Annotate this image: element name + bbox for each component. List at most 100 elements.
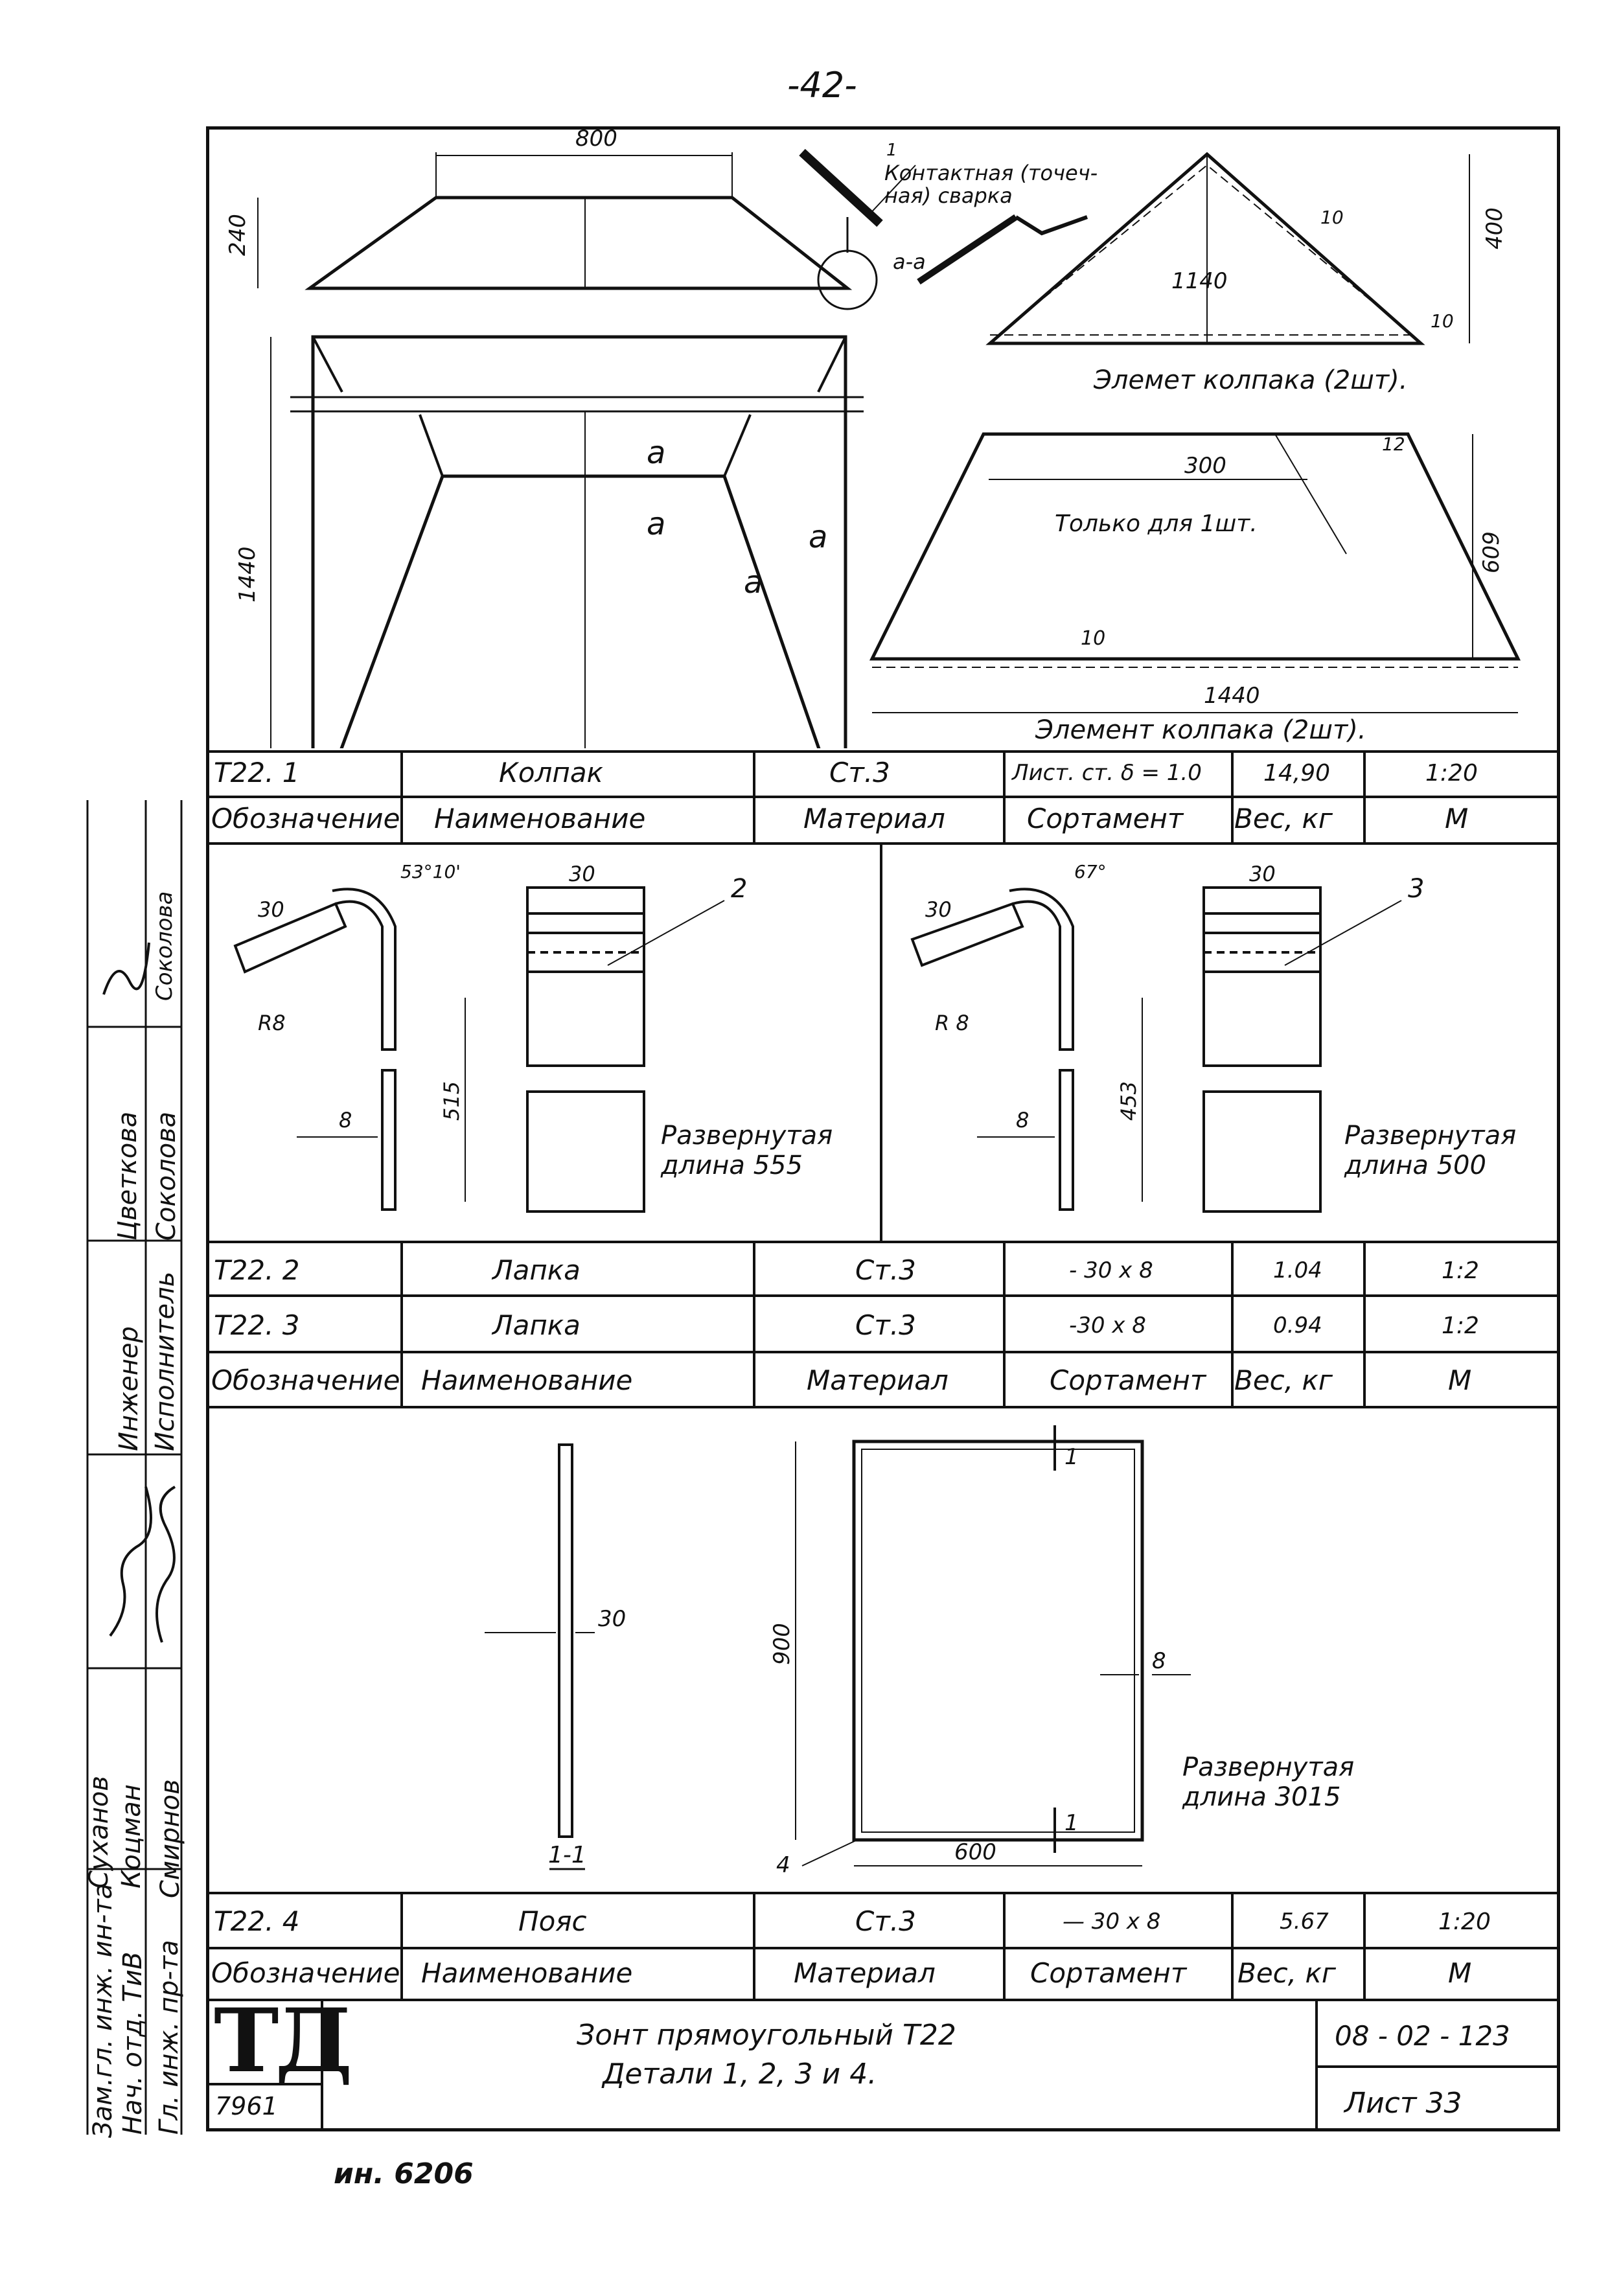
poyas-unfold: Развернутая длина 3015	[1182, 1752, 1355, 1812]
triangle-base: 1140	[1171, 268, 1228, 294]
lapka3-width: 30	[925, 897, 952, 922]
t2-r2-weight: 0.94	[1273, 1313, 1322, 1338]
t2-r2-material: Ст.3	[855, 1309, 916, 1341]
lapka3-pos: 3	[1408, 874, 1424, 904]
t2-r1-scale: 1:2	[1442, 1257, 1479, 1284]
lapka2-width: 30	[258, 897, 284, 922]
t1-h-assortment: Сортамент	[1027, 803, 1184, 834]
poyas-thickness: 8	[1152, 1648, 1166, 1674]
t1-h-weight: Вес, кг	[1234, 803, 1333, 834]
table2-top	[206, 1241, 1560, 1243]
t1-h-name: Наименование	[434, 803, 646, 834]
section-mark-3: a	[809, 519, 827, 555]
weld-thickness: 1	[886, 141, 897, 160]
lapka2-length: 515	[439, 1081, 464, 1121]
t3-h-name: Наименование	[421, 1957, 633, 1989]
stamp-name-sokolova-2: Соколова	[152, 891, 178, 1001]
table2-bottom	[206, 1406, 1560, 1408]
table1-col3	[1003, 750, 1006, 842]
table2-r2	[206, 1351, 1560, 1353]
triangle-height: 400	[1482, 207, 1508, 249]
lapka2-radius: R8	[258, 1011, 286, 1035]
stamp-name-tsvetkova: Цветкова	[113, 1111, 143, 1241]
table3-top	[206, 1892, 1560, 1894]
t3-assortment: — 30 x 8	[1063, 1909, 1161, 1934]
t1-material: Ст.3	[829, 757, 890, 788]
poyas-section: 1-1	[548, 1842, 586, 1868]
t3-weight: 5.67	[1280, 1909, 1329, 1934]
t1-designation: Т22. 1	[214, 757, 300, 788]
lapka3-radius: R 8	[935, 1011, 969, 1035]
t3-designation: Т22. 4	[214, 1905, 300, 1937]
t2-r2-assortment: -30 x 8	[1069, 1313, 1146, 1338]
t2-r2-designation: Т22. 3	[214, 1309, 300, 1341]
t1-h-designation: Обозначение	[211, 803, 400, 834]
table2-col3	[1003, 1241, 1006, 1406]
title-col-code	[1315, 1999, 1318, 2131]
t3-name: Пояс	[518, 1905, 587, 1937]
page-number: -42-	[787, 65, 857, 106]
section-mark-4: a	[744, 564, 763, 601]
section-mark-2: a	[647, 506, 665, 542]
t2-r1-weight: 1.04	[1273, 1257, 1322, 1283]
stamp-role-executor: Исполнитель	[150, 1271, 180, 1451]
t1-h-material: Материал	[803, 803, 945, 834]
stamp-role-gl: Гл. инж. пр-та	[154, 1940, 184, 2135]
triangle-side-dim-2: 10	[1431, 310, 1454, 332]
lapka2-thickness: 8	[339, 1108, 352, 1132]
lapka3-unfold: Развернутая длина 500	[1344, 1121, 1517, 1180]
trapezoid-inner-dim: 10	[1081, 627, 1105, 650]
triangle-caption: Элемет колпака (2шт).	[1093, 365, 1407, 395]
t2-h-material: Материал	[807, 1364, 949, 1396]
t3-h-weight: Вес, кг	[1237, 1957, 1336, 1989]
t3-scale: 1:20	[1438, 1909, 1491, 1935]
lapka3-length: 453	[1116, 1081, 1141, 1121]
dim-height-left: 240	[225, 214, 251, 256]
stamp-role-engineer: Инженер	[114, 1326, 144, 1451]
poyas-mark-bottom: 1	[1064, 1810, 1079, 1836]
t2-h-designation: Обозначение	[211, 1364, 400, 1396]
table1-col1	[400, 750, 403, 842]
poyas-frame-width: 600	[954, 1839, 996, 1865]
t1-name: Колпак	[499, 757, 603, 788]
t2-h-scale: М	[1448, 1364, 1472, 1396]
table3-bottom	[206, 1999, 1560, 2001]
table3-col1	[400, 1892, 403, 1999]
weld-note: Контактная (точеч-ная) сварка	[884, 161, 1098, 209]
poyas-pos: 4	[776, 1852, 790, 1878]
table2-col5	[1363, 1241, 1366, 1406]
t2-r1-designation: Т22. 2	[214, 1254, 300, 1286]
table2-col1	[400, 1241, 403, 1406]
t3-material: Ст.3	[855, 1905, 916, 1937]
table2-r1	[206, 1294, 1560, 1297]
drawing-kolpak: 800 240 1440 1440 a a a a 1 a-a 1140 400…	[225, 126, 1521, 748]
title-code-split	[1315, 2065, 1560, 2068]
poyas-strip-width: 30	[598, 1606, 626, 1632]
trapezoid-height: 609	[1478, 531, 1504, 573]
poyas-frame-height: 900	[769, 1623, 795, 1665]
t3-h-scale: М	[1448, 1957, 1472, 1989]
table3-col4	[1231, 1892, 1234, 1999]
t3-h-assortment: Сортамент	[1030, 1957, 1187, 1989]
lapka2-angle: 53°10'	[400, 861, 461, 882]
trapezoid-base: 1440	[1204, 683, 1260, 709]
section-mark-1: a	[647, 435, 665, 471]
table1-bottom	[206, 842, 1560, 845]
table3-mid	[206, 1947, 1560, 1949]
drawing-frame	[206, 126, 1560, 2131]
table3-col2	[753, 1892, 755, 1999]
poyas-mark-top: 1	[1064, 1444, 1079, 1470]
t1-weight: 14,90	[1263, 760, 1331, 786]
lapka2-pos: 2	[731, 874, 747, 904]
table1-col2	[753, 750, 755, 842]
t2-r1-name: Лапка	[492, 1254, 581, 1286]
trapezoid-caption: Элемент колпака (2шт).	[1035, 715, 1366, 745]
table3-col3	[1003, 1892, 1006, 1999]
triangle-side-dim: 10	[1320, 207, 1344, 228]
t2-r2-name: Лапка	[492, 1309, 581, 1341]
t3-h-material: Материал	[794, 1957, 936, 1989]
trapezoid-top: 300	[1184, 453, 1226, 479]
trapezoid-note: Только для 1шт.	[1055, 511, 1258, 537]
section-label: a-a	[893, 249, 926, 274]
title-col-logo	[321, 1999, 323, 2131]
